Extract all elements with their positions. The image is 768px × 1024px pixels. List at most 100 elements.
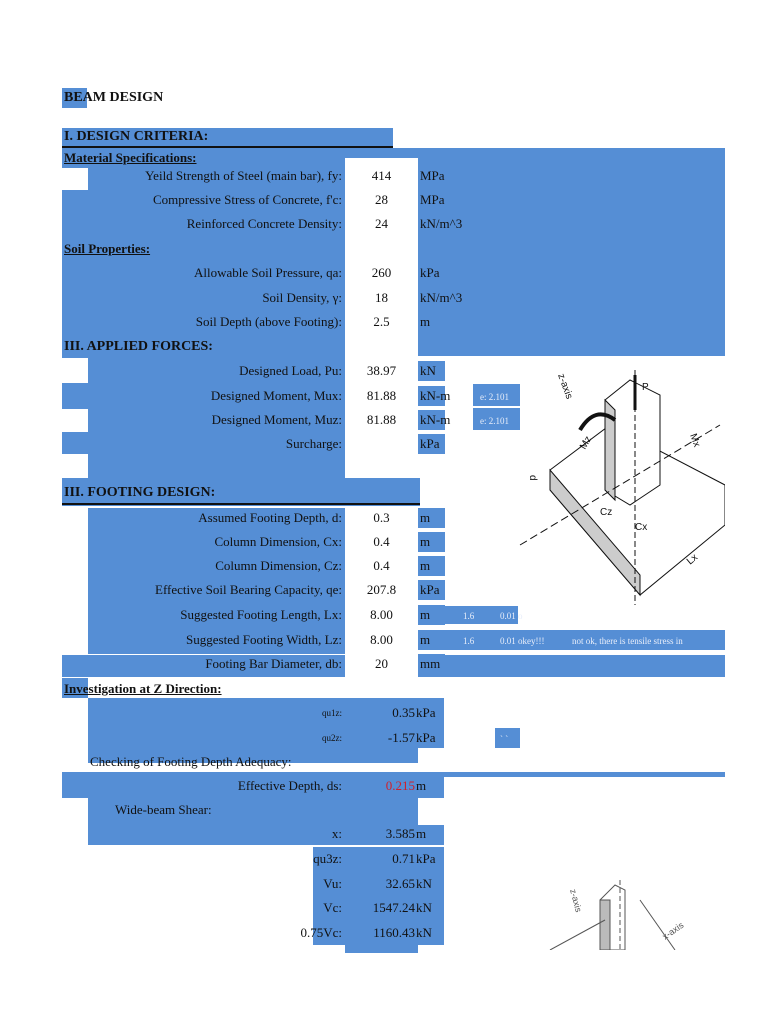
value-cell[interactable] — [345, 361, 418, 381]
row-value[interactable]: 260 — [371, 265, 392, 280]
value-cell[interactable] — [345, 434, 418, 454]
row-value[interactable]: 0.35 — [392, 705, 415, 720]
value-cell[interactable] — [345, 263, 418, 283]
value-cell[interactable] — [345, 214, 418, 234]
row-label: Column Dimension, Cx: — [214, 534, 342, 549]
value-cell[interactable] — [345, 532, 418, 552]
row-value[interactable]: 2.5 — [373, 314, 390, 329]
row-unit: m — [416, 778, 427, 793]
row-label: 0.75Vc: — [300, 925, 342, 940]
row-value[interactable]: 0.4 — [373, 558, 390, 573]
row-value[interactable]: 1547.24 — [372, 900, 415, 915]
row-value[interactable]: 1160.43 — [373, 925, 415, 940]
row-label: Designed Load, Pu: — [239, 363, 342, 378]
column-side — [604, 398, 616, 502]
moment-arrow-icon — [578, 412, 617, 432]
value-cell[interactable] — [345, 386, 418, 406]
footing-side — [549, 468, 641, 597]
row-value[interactable]: 28 — [375, 192, 388, 207]
row-unit: kN/m^3 — [420, 290, 463, 305]
row-unit: kN — [416, 925, 432, 940]
subsection-soil-properties: Soil Properties: — [64, 241, 151, 256]
row-label: Vc: — [323, 900, 342, 915]
row-label: Assumed Footing Depth, d: — [198, 510, 342, 525]
row-extra: ` ` — [500, 734, 509, 744]
value-cell[interactable] — [345, 288, 418, 308]
row-value[interactable]: 3.585 — [385, 826, 415, 841]
diagram-label-p: P — [642, 382, 649, 393]
svg-text:z-axis: z-axis — [568, 888, 584, 914]
row-value[interactable]: 0.71 — [392, 851, 415, 866]
row-unit: m — [420, 607, 431, 622]
svg-text:d: d — [527, 475, 538, 481]
row-unit: kN/m^3 — [420, 216, 463, 231]
value-cell[interactable] — [345, 166, 418, 186]
row-unit: kPa — [416, 851, 436, 866]
footing-diagram: P Mz Mx z-axis d Cz Cx Lx — [519, 370, 725, 605]
value-cell[interactable] — [345, 556, 418, 576]
value-cell[interactable] — [345, 605, 418, 625]
row-value[interactable]: 32.65 — [385, 876, 415, 891]
row-unit: m — [420, 510, 431, 525]
value-cell[interactable] — [345, 508, 418, 528]
svg-text:z-axis: z-axis — [555, 372, 574, 400]
row-unit: kN-m — [420, 412, 451, 427]
row-label: Vu: — [323, 876, 342, 891]
value-cell[interactable] — [345, 410, 418, 430]
section-design-criteria: I. DESIGN CRITERIA: — [64, 129, 209, 144]
value-cell[interactable] — [345, 190, 418, 210]
row-value[interactable]: 20 — [375, 656, 388, 671]
row-unit: kN — [416, 876, 432, 891]
svg-text:Cz: Cz — [600, 507, 612, 518]
row-unit: m — [420, 534, 431, 549]
value-cell[interactable] — [345, 654, 418, 674]
section-footing-design: III. FOOTING DESIGN: — [64, 485, 216, 500]
row-label: qu3z: — [313, 851, 342, 866]
row-value[interactable]: -1.57 — [387, 730, 415, 745]
row-label: qu1z: — [322, 708, 342, 718]
footing-diagram-2: z-axis x-axis — [549, 880, 686, 950]
row-unit: MPa — [420, 192, 445, 207]
row-label: Yeild Strength of Steel (main bar), fy: — [145, 168, 342, 183]
row-label: Designed Moment, Muz: — [211, 412, 342, 427]
value-cell[interactable] — [345, 630, 418, 650]
row-extra: 0.01 o — [500, 611, 523, 621]
row-extra: not ok, there is tensile stress in — [572, 636, 683, 646]
row-value[interactable]: 414 — [371, 168, 392, 183]
row-extra: e: 2.101 — [480, 392, 509, 402]
row-extra: e: 2.101 — [480, 416, 509, 426]
row-value[interactable]: 0.4 — [373, 534, 390, 549]
row-value[interactable]: 8.00 — [370, 632, 393, 647]
row-unit: kPa — [416, 705, 436, 720]
row-unit: kPa — [416, 730, 436, 745]
row-unit: kPa — [420, 265, 440, 280]
row-unit: mm — [420, 656, 441, 671]
wide-beam-label: Wide-beam Shear: — [115, 802, 212, 817]
row-label: Suggested Footing Width, Lz: — [186, 632, 342, 647]
row-extra: 1.6 — [463, 611, 475, 621]
row-value[interactable]: 207.8 — [366, 582, 397, 597]
row-label: Effective Depth, ds: — [237, 778, 342, 793]
row-unit: kN-m — [420, 388, 451, 403]
row-extra: 0.01 okey!!! — [500, 636, 545, 646]
row-unit: m — [416, 826, 427, 841]
row-unit: kPa — [420, 582, 440, 597]
row-value[interactable]: 0.215 — [385, 778, 415, 793]
value-cell[interactable] — [345, 312, 418, 332]
row-value[interactable]: 24 — [375, 216, 388, 231]
row-label: Compressive Stress of Concrete, f'c: — [153, 192, 342, 207]
row-extra: 1.6 — [463, 636, 475, 646]
row-label: Designed Moment, Mux: — [210, 388, 342, 403]
row-value[interactable]: 0.3 — [373, 510, 390, 525]
row-label: qu2z: — [322, 733, 342, 743]
row-value[interactable]: 81.88 — [366, 412, 397, 427]
svg-text:Mx: Mx — [687, 432, 702, 448]
row-value[interactable]: 18 — [375, 290, 388, 305]
row-label: Footing Bar Diameter, db: — [205, 656, 342, 671]
row-value[interactable]: 81.88 — [366, 388, 397, 403]
checking-depth-label: Checking of Footing Depth Adequacy: — [90, 754, 292, 769]
row-label: Surcharge: — [285, 436, 342, 451]
row-label: Reinforced Concrete Density: — [186, 216, 342, 231]
row-value[interactable]: 38.97 — [366, 363, 397, 378]
row-value[interactable]: 8.00 — [370, 607, 393, 622]
